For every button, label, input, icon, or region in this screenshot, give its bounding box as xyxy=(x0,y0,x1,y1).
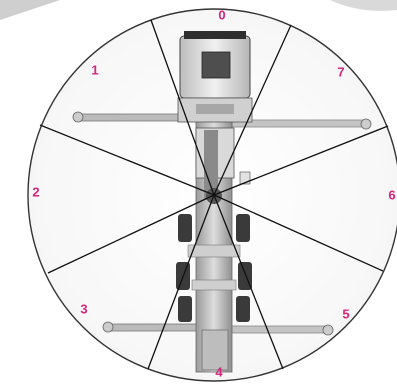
zone-label-5: 5 xyxy=(342,306,349,321)
zone-label-3: 3 xyxy=(80,301,87,316)
zone-label-2: 2 xyxy=(32,184,39,199)
zone-label-0: 0 xyxy=(218,7,225,22)
zone-label-7: 7 xyxy=(337,64,344,79)
zone-label-1: 1 xyxy=(91,62,98,77)
zone-label-6: 6 xyxy=(388,187,395,202)
axle-housing xyxy=(188,245,240,257)
rear-axle-housing xyxy=(192,280,236,290)
vehicle-cab xyxy=(178,31,252,122)
zone-label-4: 4 xyxy=(215,364,223,379)
corner-shadow-right xyxy=(330,0,397,11)
corner-shadow-left xyxy=(0,0,60,20)
